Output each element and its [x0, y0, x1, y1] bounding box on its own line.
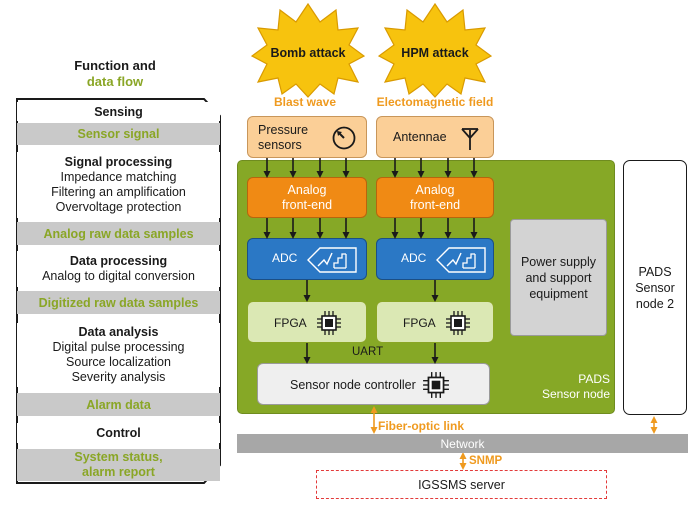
power-line3: equipment [529, 286, 588, 301]
data-processing-line1: Analog to digital conversion [42, 269, 195, 283]
fpga-left-label: FPGA [274, 316, 307, 330]
antenna-icon [461, 128, 479, 150]
analog-raw-label: Analog raw data samples [43, 226, 194, 241]
bomb-attack-burst [250, 2, 366, 98]
hpm-attack-burst [377, 2, 493, 98]
adc-left-icon [307, 247, 357, 273]
hpm-attack-label: HPM attack [401, 46, 469, 60]
pads-node-label-line1: PADS [578, 372, 610, 386]
afe-right-line1: Analog [415, 182, 455, 197]
pressure-sensors-label: Pressure sensors [258, 123, 308, 153]
left-row-sensing: Sensing [17, 102, 220, 121]
pads-node-label-line2: Sensor node [541, 387, 610, 401]
pressure-line2: sensors [258, 138, 302, 152]
pads-node-label: PADS Sensor node [520, 372, 610, 402]
fpga-left-chip-icon [317, 311, 341, 335]
left-row-sensor-signal: Sensor signal [17, 123, 220, 145]
adc-left-label: ADC [272, 251, 298, 265]
fiber-optic-label: Fiber-optic link [378, 419, 465, 433]
left-row-data-analysis: Data analysis Digital pulse processing S… [17, 323, 220, 387]
antennae-label: Antennae [393, 130, 447, 144]
system-status-line2: alarm report [82, 465, 155, 479]
flow-heading: Function and data flow [40, 58, 190, 90]
adc-left: ADC [247, 238, 367, 280]
signal-processing-line2: Filtering an amplification [51, 185, 186, 199]
data-analysis-line2: Source localization [66, 355, 171, 369]
data-analysis-line3: Severity analysis [71, 370, 166, 384]
fpga-right-chip-icon [446, 311, 470, 335]
signal-processing-line3: Overvoltage protection [55, 200, 182, 214]
network-label: Network [440, 436, 485, 451]
power-line2: and support [525, 270, 592, 285]
signal-processing-line1: Impedance matching [60, 170, 177, 184]
power-supply-box: Power supply and support equipment [510, 219, 607, 336]
analog-front-end-left: Analog front-end [247, 177, 367, 218]
adc-right-icon [436, 247, 486, 273]
alarm-data-label: Alarm data [86, 397, 151, 412]
node2-line3: node 2 [635, 296, 675, 311]
data-analysis-line1: Digital pulse processing [52, 340, 185, 354]
left-row-control: Control [17, 423, 220, 443]
pressure-sensors-box: Pressure sensors [247, 116, 367, 158]
adc-right: ADC [376, 238, 494, 280]
em-field-label: Electomagnetic field [376, 95, 494, 109]
antennae-box: Antennae [376, 116, 494, 158]
pressure-gauge-icon [332, 126, 356, 150]
flow-heading-line1: Function and [74, 58, 156, 73]
snmp-label: SNMP [469, 455, 503, 467]
data-analysis-title: Data analysis [78, 325, 159, 339]
pressure-line1: Pressure [258, 123, 309, 137]
controller-chip-icon [423, 372, 449, 398]
bomb-attack-label: Bomb attack [270, 46, 346, 60]
node2-line2: Sensor [635, 280, 675, 295]
igssms-server-label: IGSSMS server [418, 477, 505, 492]
data-processing-title: Data processing [69, 254, 168, 268]
left-row-analog-raw: Analog raw data samples [17, 222, 220, 245]
power-line1: Power supply [520, 254, 597, 269]
sensor-signal-label: Sensor signal [77, 127, 160, 141]
igssms-server-box: IGSSMS server [316, 470, 607, 499]
controller-label: Sensor node controller [290, 378, 416, 392]
blast-wave-label: Blast wave [273, 95, 337, 109]
control-label: Control [96, 426, 141, 440]
node2-line1: PADS [638, 264, 672, 279]
left-row-data-processing: Data processing Analog to digital conver… [17, 251, 220, 287]
left-row-signal-processing: Signal processing Impedance matching Fil… [17, 152, 220, 218]
uart-label: UART [352, 346, 384, 358]
left-row-alarm-data: Alarm data [17, 393, 220, 416]
sensing-label: Sensing [94, 104, 143, 119]
system-status-line1: System status, [74, 450, 163, 464]
afe-left-line2: front-end [281, 197, 333, 212]
network-bar: Network [237, 434, 688, 453]
pads-sensor-node-2: PADS Sensor node 2 [623, 160, 687, 415]
afe-right-line2: front-end [409, 197, 461, 212]
signal-processing-title: Signal processing [64, 155, 173, 169]
left-row-system-status: System status, alarm report [17, 449, 220, 481]
fpga-left: FPGA [247, 301, 367, 343]
sensor-node-controller: Sensor node controller [257, 363, 490, 405]
analog-front-end-right: Analog front-end [376, 177, 494, 218]
adc-right-label: ADC [401, 251, 427, 265]
fpga-right-label: FPGA [403, 316, 436, 330]
flow-heading-line2: data flow [86, 74, 144, 89]
left-row-digitized-raw: Digitized raw data samples [17, 291, 220, 314]
afe-left-line1: Analog [287, 182, 327, 197]
digitized-raw-label: Digitized raw data samples [38, 295, 199, 310]
